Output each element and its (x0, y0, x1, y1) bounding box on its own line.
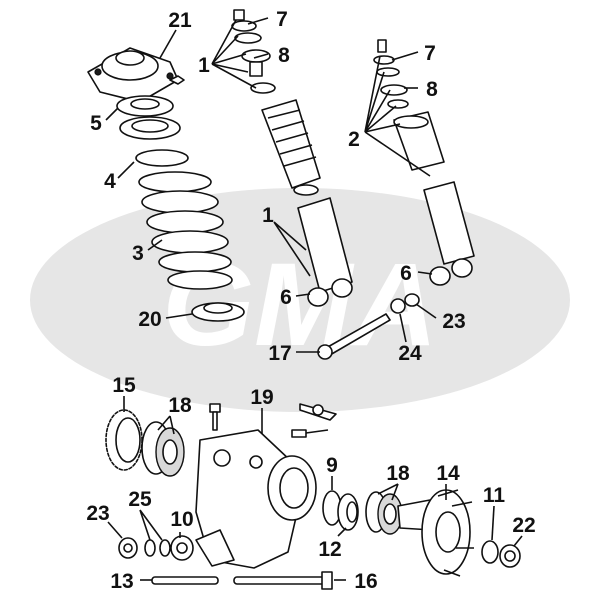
callout-15: 15 (112, 374, 136, 397)
shock-absorber-front (231, 9, 353, 307)
wheel-bearing-inner (141, 421, 185, 477)
callout-8-rear: 8 (426, 78, 438, 101)
pivot-bolt (233, 571, 333, 590)
callout-24: 24 (398, 342, 422, 365)
washer (390, 298, 406, 314)
knuckle-bushing (170, 535, 194, 561)
shock-absorber-rear (373, 39, 475, 286)
callout-8: 8 (278, 44, 290, 67)
callout-23-lower: 23 (86, 502, 109, 525)
spring-insulator (135, 149, 189, 167)
callout-18: 18 (168, 394, 192, 417)
hub-washer (481, 540, 499, 564)
callout-18-outer: 18 (386, 462, 410, 485)
through-bolt (317, 313, 391, 360)
callout-21: 21 (168, 9, 192, 32)
callout-3: 3 (132, 242, 144, 265)
tone-ring-gear (105, 409, 143, 471)
small-bolt (209, 403, 221, 431)
callout-7-rear: 7 (424, 42, 436, 65)
callout-23: 23 (442, 310, 465, 333)
callout-10: 10 (170, 508, 193, 531)
lower-spring-seat (191, 302, 245, 322)
callout-16: 16 (354, 570, 377, 593)
hub-nut (499, 544, 521, 568)
knuckle-spacer (159, 539, 171, 557)
callout-17: 17 (268, 342, 291, 365)
knuckle-nut (118, 537, 138, 559)
callout-labels: 21 7 1 8 7 8 2 5 4 3 1 6 6 20 23 17 24 1… (86, 8, 535, 593)
wheel-hub (397, 489, 474, 577)
spring-seat (119, 116, 181, 140)
callout-12: 12 (318, 538, 341, 561)
steering-knuckle (195, 429, 317, 569)
wheel-bearing-outer (365, 491, 403, 535)
callout-19: 19 (250, 386, 273, 409)
knuckle-washer (144, 539, 156, 557)
callout-6-rear: 6 (400, 262, 412, 285)
callout-22: 22 (512, 514, 535, 537)
callout-11: 11 (483, 484, 506, 507)
nut (404, 293, 420, 307)
callout-20: 20 (138, 308, 161, 331)
coil-spring (138, 171, 233, 290)
abs-sensor (291, 403, 337, 438)
callout-4: 4 (104, 170, 116, 193)
bearing-plate (116, 95, 174, 117)
callout-9: 9 (326, 454, 338, 477)
pivot-pin (151, 576, 219, 585)
bearing-race (337, 493, 359, 531)
callout-13: 13 (110, 570, 133, 593)
strut-top-mount (87, 47, 185, 103)
callout-25: 25 (128, 488, 152, 511)
callout-14: 14 (436, 462, 460, 485)
callout-2: 2 (348, 128, 360, 151)
callout-5: 5 (90, 112, 102, 135)
callout-1-lower: 1 (262, 204, 274, 227)
callout-7: 7 (276, 8, 288, 31)
callout-6: 6 (280, 286, 292, 309)
callout-1: 1 (198, 54, 210, 77)
leader-lines (105, 17, 523, 581)
